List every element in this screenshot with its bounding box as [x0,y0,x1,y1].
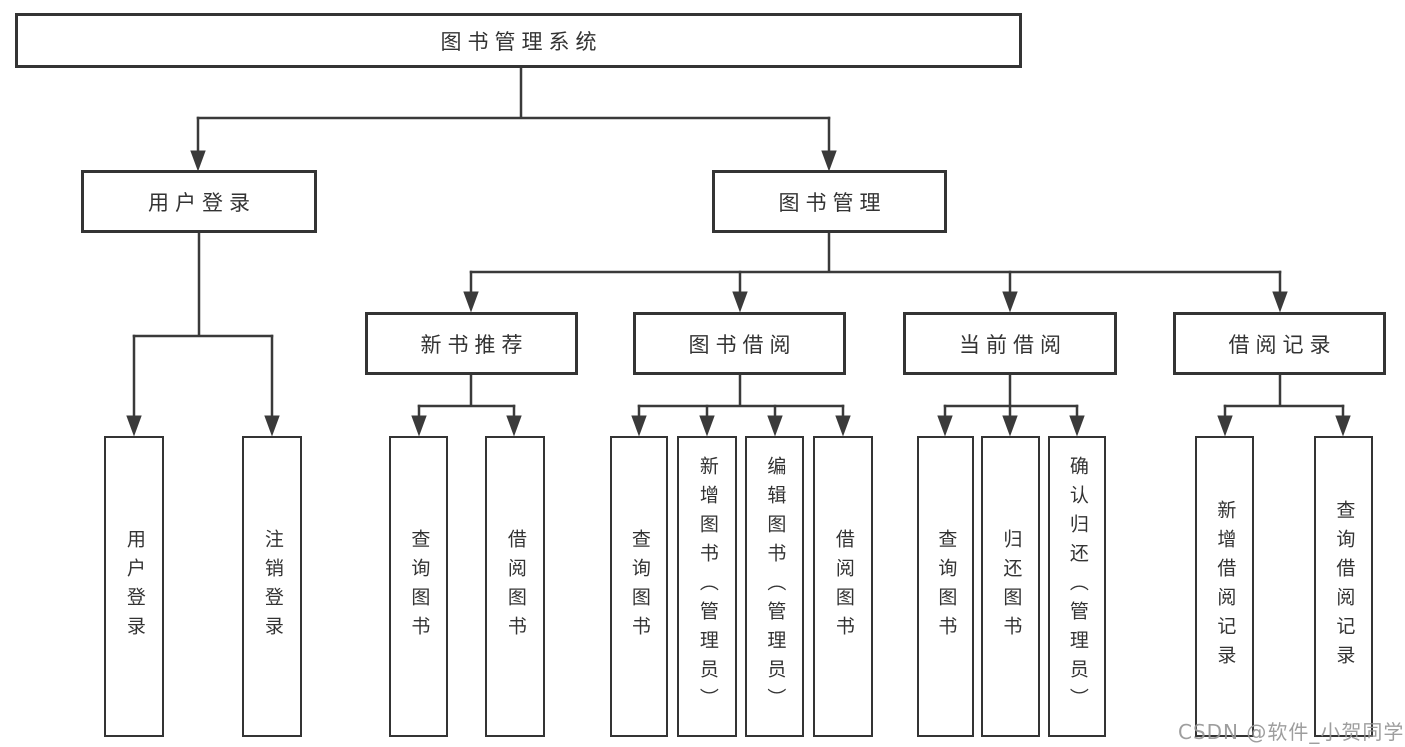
node-book-management: 图书管理 [712,170,947,233]
leaf-label: 查询图书 [628,528,651,645]
node-current-borrow: 当前借阅 [903,312,1117,375]
node-book-borrow: 图书借阅 [633,312,846,375]
leaf-logout: 注销登录 [242,436,302,737]
leaf-add-book-admin: 新增图书（管理员） [677,436,737,737]
leaf-label: 查询借阅记录 [1333,499,1356,674]
leaf-label: 注销登录 [261,528,284,645]
leaf-query-borrow-record: 查询借阅记录 [1314,436,1373,737]
leaf-query-books-recommend: 查询图书 [389,436,448,737]
leaf-borrow-books-recommend: 借阅图书 [485,436,545,737]
leaf-label: 查询图书 [935,528,958,645]
leaf-label: 编辑图书（管理员） [764,456,787,717]
leaf-label: 借阅图书 [832,528,855,645]
leaf-label: 确认归还（管理员） [1066,456,1089,717]
leaf-query-books-borrow: 查询图书 [610,436,668,737]
leaf-label: 新增图书（管理员） [696,456,719,717]
leaf-edit-book-admin: 编辑图书（管理员） [745,436,804,737]
csdn-watermark: CSDN @软件_小贺同学 [1178,720,1405,744]
node-label: 新书推荐 [420,332,529,357]
node-label: 借阅记录 [1228,332,1337,357]
leaf-user-login: 用户登录 [104,436,164,737]
node-label: 图书借阅 [688,332,797,357]
node-label: 图书管理 [778,190,887,215]
node-library-management-system: 图书管理系统 [15,13,1022,68]
node-label: 用户登录 [148,190,256,215]
node-label: 图书管理系统 [440,29,603,54]
leaf-borrow-books: 借阅图书 [813,436,873,737]
leaf-label: 查询图书 [408,528,431,645]
leaf-confirm-return-admin: 确认归还（管理员） [1048,436,1106,737]
leaf-label: 新增借阅记录 [1214,499,1237,674]
node-label: 当前借阅 [959,332,1067,357]
leaf-query-books-current: 查询图书 [917,436,974,737]
leaf-add-borrow-record: 新增借阅记录 [1195,436,1254,737]
node-borrow-records: 借阅记录 [1173,312,1386,375]
leaf-label: 归还图书 [1000,528,1023,645]
node-user-login: 用户登录 [81,170,317,233]
leaf-label: 借阅图书 [504,528,527,645]
leaf-return-book: 归还图书 [981,436,1040,737]
leaf-label: 用户登录 [123,528,146,645]
node-new-book-recommend: 新书推荐 [365,312,578,375]
